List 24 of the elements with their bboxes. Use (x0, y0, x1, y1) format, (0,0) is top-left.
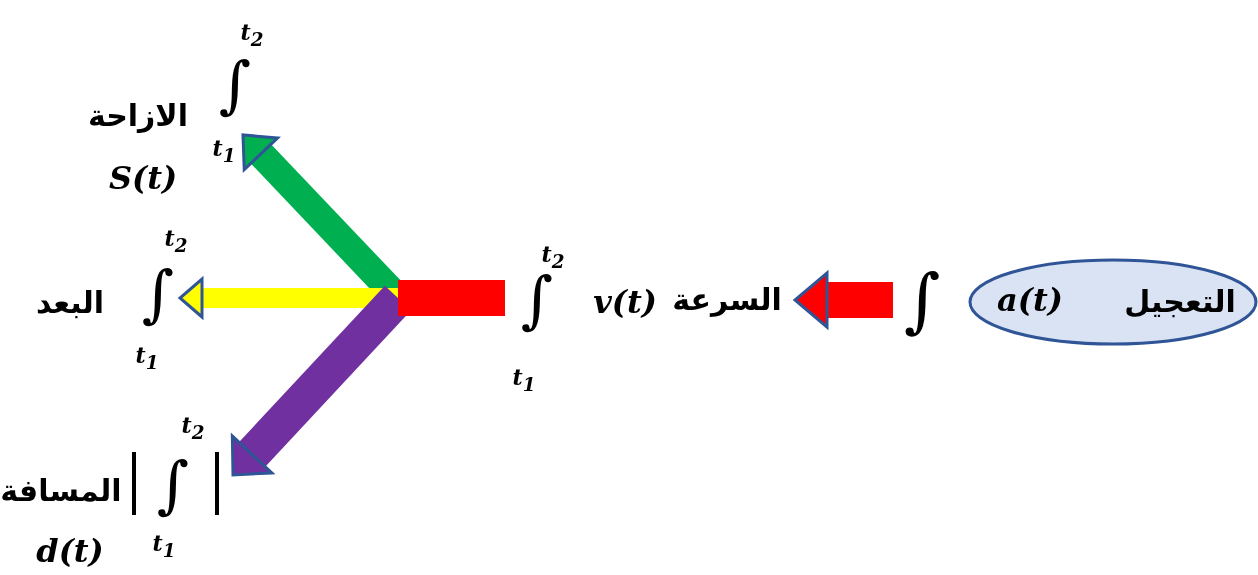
arabic-term: المسافة (0, 476, 122, 506)
arrow (793, 271, 893, 329)
integral-sign: ∫ (520, 269, 554, 331)
integral-limit: t$_{1}$ (152, 532, 176, 560)
arabic-term: التعجيل (1124, 287, 1236, 317)
math-term: d(t) (36, 535, 104, 567)
integral-limit: t$_{2}$ (181, 414, 205, 442)
arrow (178, 277, 398, 319)
integral-sign: ∫ (218, 54, 252, 116)
integral-limit: t$_{2}$ (164, 227, 188, 255)
integral-limit: t$_{2}$ (541, 243, 565, 271)
arabic-term: البعد (35, 288, 105, 318)
arabic-term: السرعة (672, 285, 782, 315)
integral-limit: t$_{1}$ (512, 366, 536, 394)
integral-sign: ∫ (903, 265, 941, 335)
math-term: v(t) (593, 286, 657, 318)
integral-limit: t$_{2}$ (240, 21, 264, 49)
math-term: a(t) (997, 284, 1063, 316)
integral-limit: t$_{1}$ (212, 137, 236, 165)
math-term: S(t) (108, 162, 178, 194)
integral-sign: ∫ (156, 454, 190, 516)
integral-limit: t$_{1}$ (135, 344, 159, 372)
arabic-term: الازاحة (88, 101, 188, 131)
integral-sign: ∫ (141, 263, 175, 325)
